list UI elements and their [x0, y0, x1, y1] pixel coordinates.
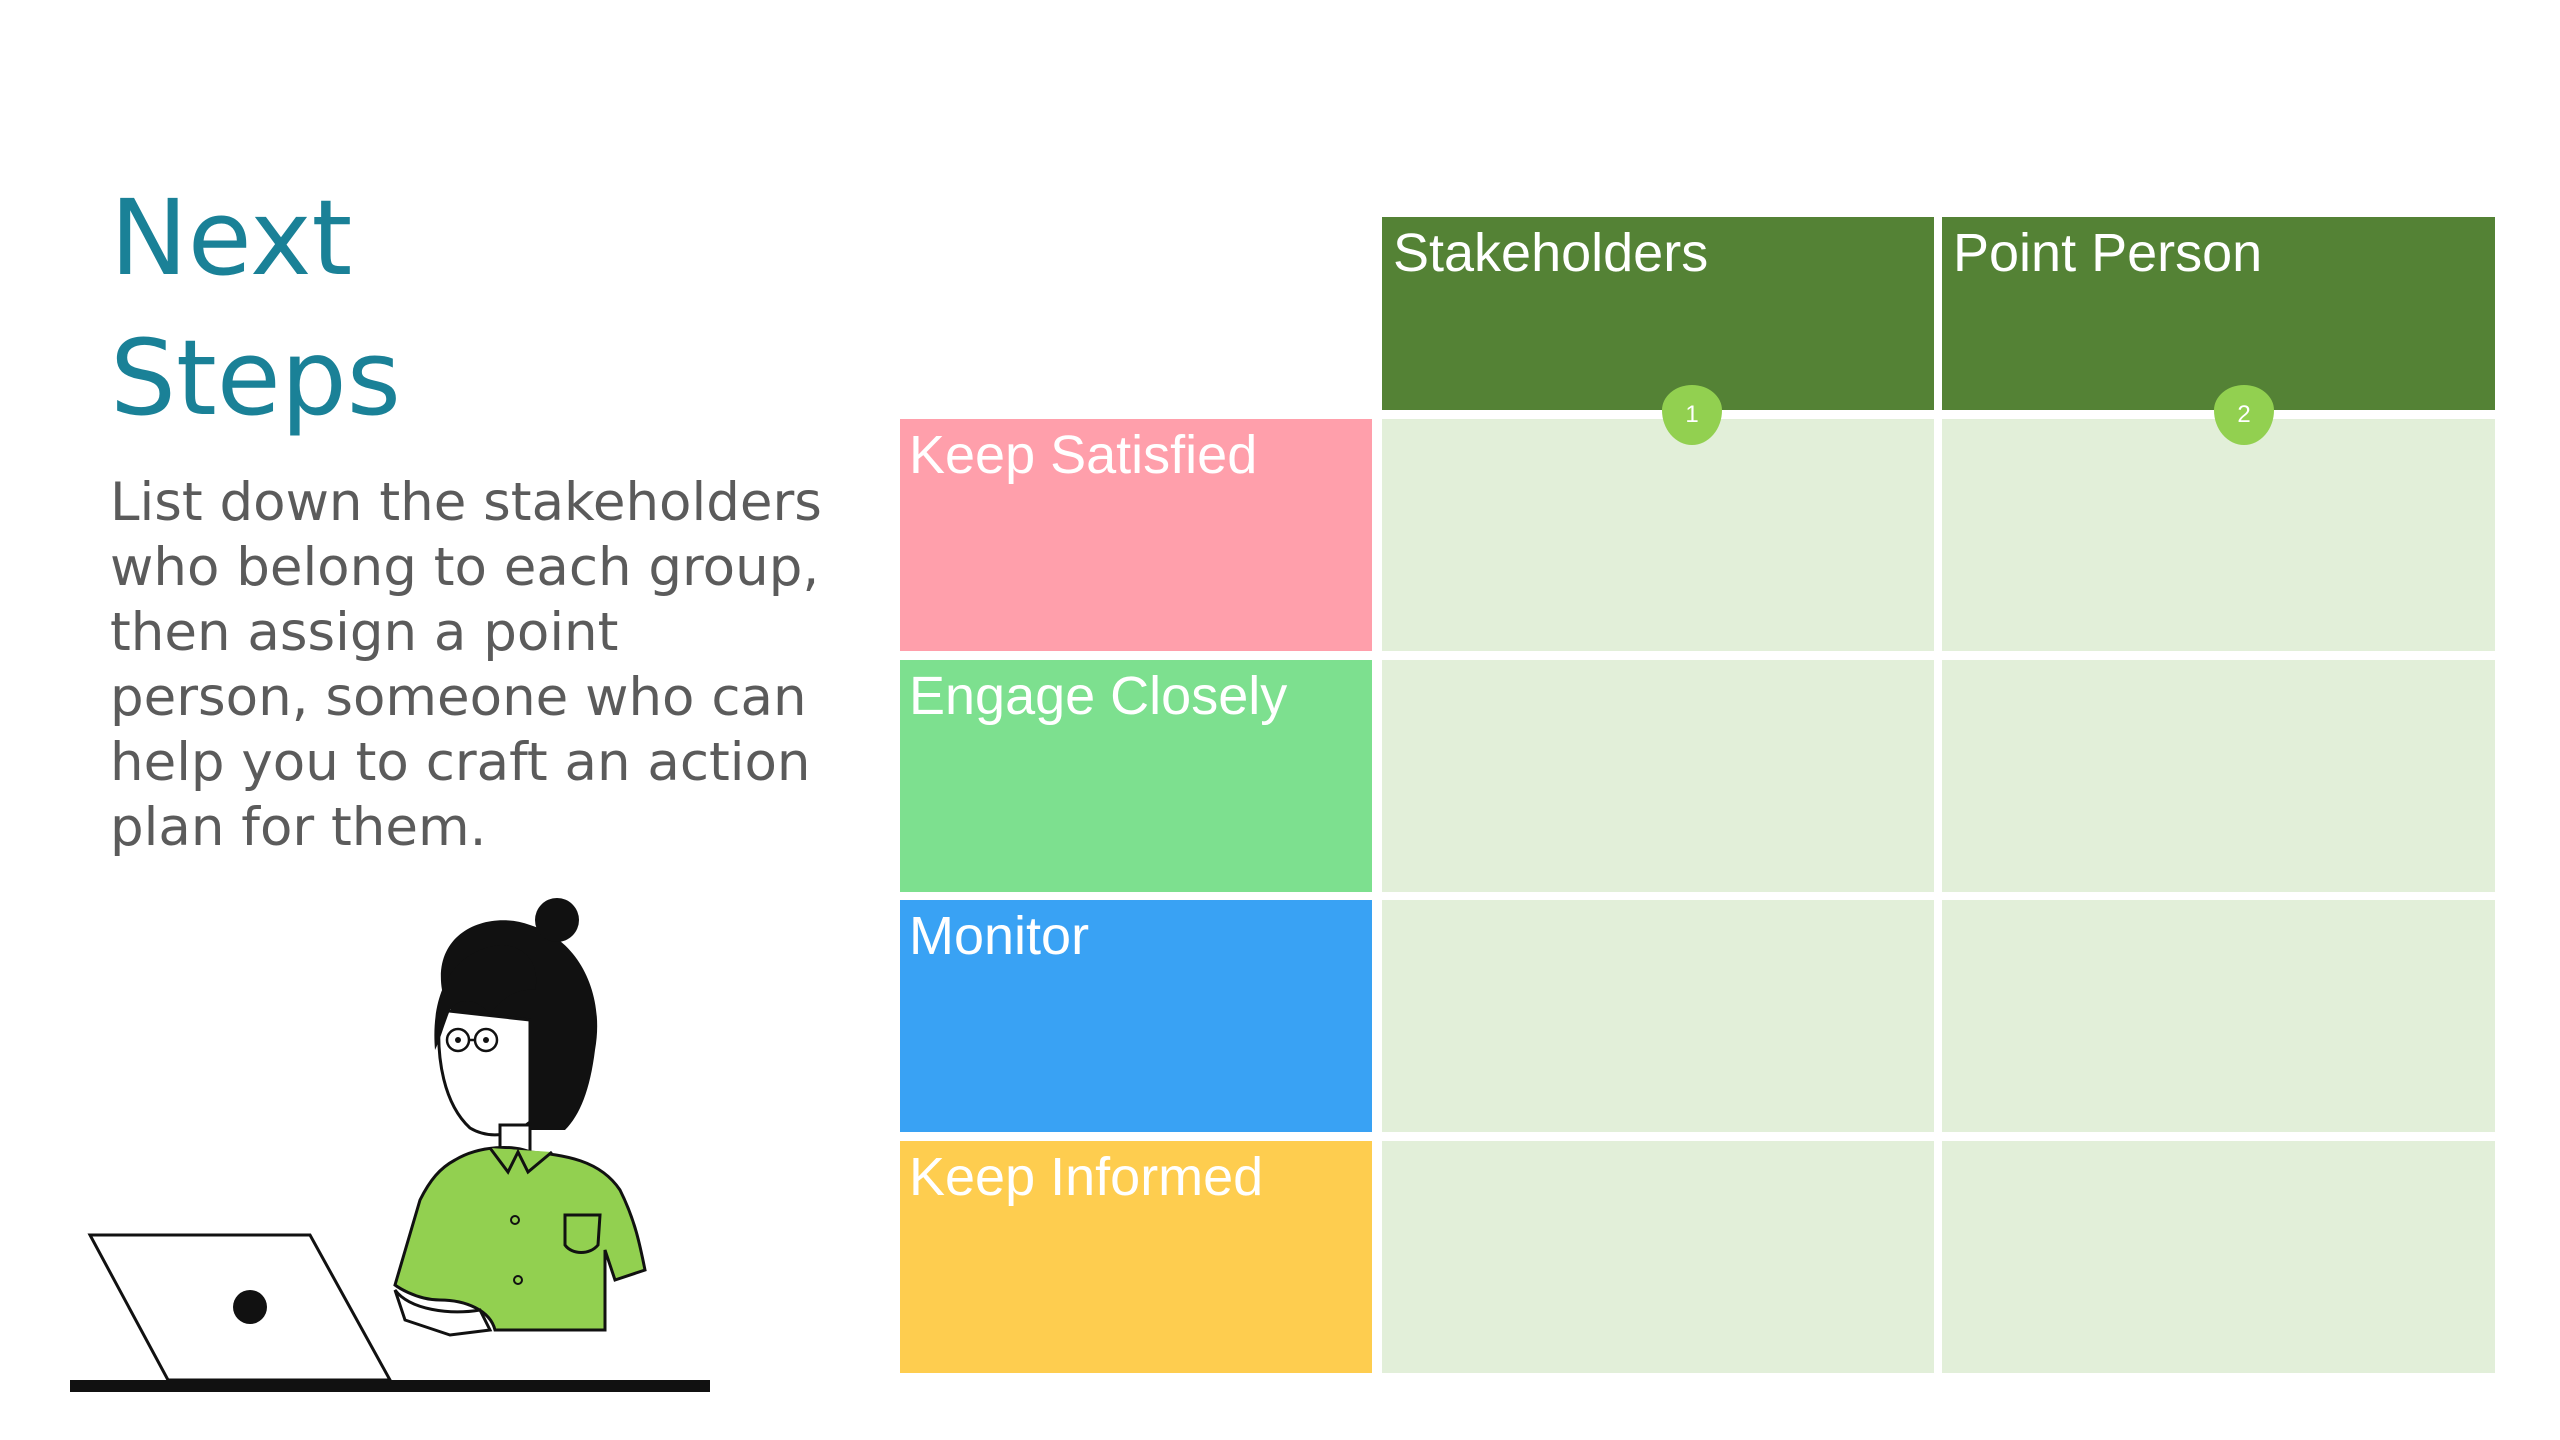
header-point-person: Point Person	[1942, 217, 2495, 410]
marker-1: 1	[1662, 385, 1722, 445]
header-stakeholders: Stakeholders	[1382, 217, 1934, 410]
cell-keep-satisfied-stakeholders[interactable]	[1382, 419, 1934, 651]
cell-monitor-point-person[interactable]	[1942, 900, 2495, 1132]
cell-keep-satisfied-point-person[interactable]	[1942, 419, 2495, 651]
cell-engage-closely-stakeholders[interactable]	[1382, 660, 1934, 892]
row-label-keep-satisfied: Keep Satisfied	[900, 419, 1372, 651]
cell-keep-informed-stakeholders[interactable]	[1382, 1141, 1934, 1373]
row-label-monitor: Monitor	[900, 900, 1372, 1132]
cell-monitor-stakeholders[interactable]	[1382, 900, 1934, 1132]
title-line-2: Steps	[110, 317, 401, 439]
slide-title: Next Steps	[110, 168, 401, 448]
marker-2: 2	[2214, 385, 2274, 445]
person-with-laptop-illustration	[70, 898, 710, 1392]
cell-keep-informed-point-person[interactable]	[1942, 1141, 2495, 1373]
row-label-engage-closely: Engage Closely	[900, 660, 1372, 892]
title-line-1: Next	[110, 177, 353, 299]
instructions-text: List down the stakeholders who belong to…	[110, 472, 822, 858]
row-label-keep-informed: Keep Informed	[900, 1141, 1372, 1373]
cell-engage-closely-point-person[interactable]	[1942, 660, 2495, 892]
